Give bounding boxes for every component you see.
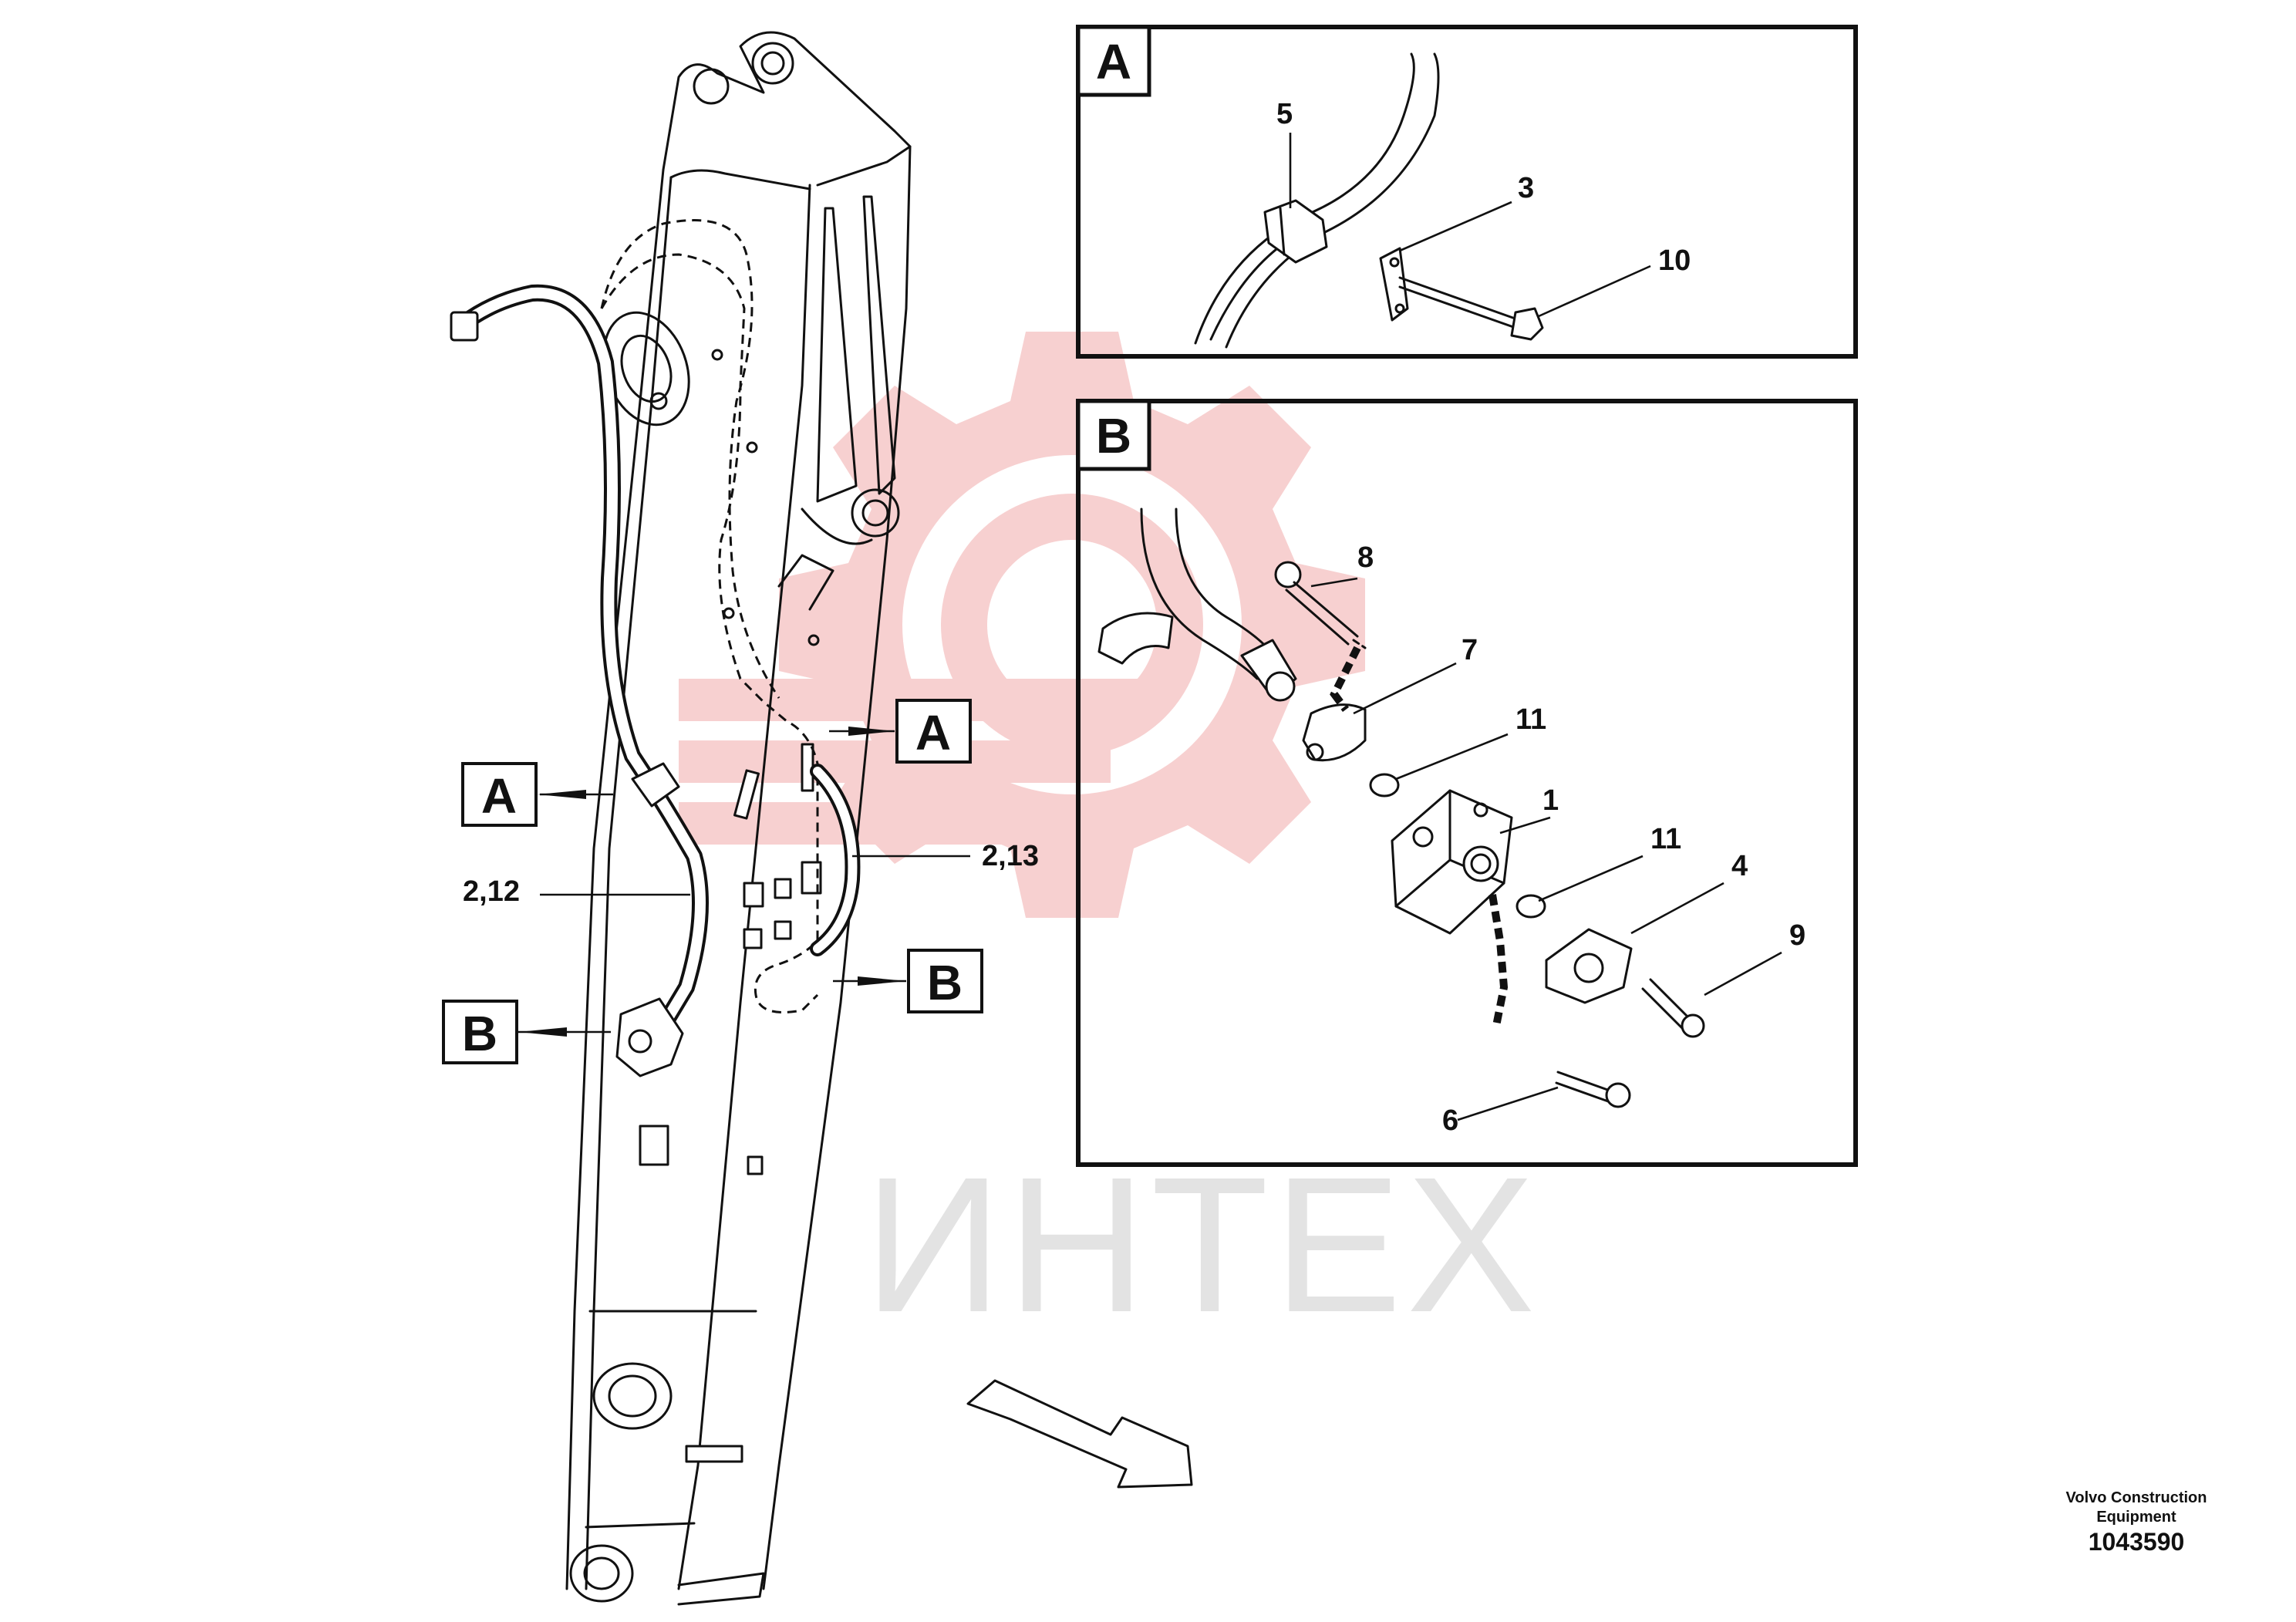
svg-text:8: 8 [1357, 541, 1374, 574]
watermark-text: ИНТЕХ [864, 1137, 1539, 1352]
label-hose-2-13: 2,13 [852, 840, 1039, 872]
publisher-credit: Volvo Construction Equipment 1043590 [2066, 1489, 2207, 1556]
svg-text:10: 10 [1658, 244, 1691, 277]
hose-2-13 [810, 764, 861, 956]
callout-a-left: A [461, 762, 613, 827]
watermark-gear-icon [679, 332, 1365, 918]
callout-a-right: A [829, 699, 972, 764]
credit-line-1: Volvo Construction [2066, 1489, 2207, 1506]
svg-text:B: B [462, 1006, 497, 1061]
svg-text:2,13: 2,13 [982, 840, 1039, 872]
svg-text:3: 3 [1518, 172, 1534, 204]
svg-text:2,12: 2,12 [463, 875, 520, 908]
drawing-number: 1043590 [2089, 1528, 2185, 1556]
detail-panel-b: B [1076, 399, 1858, 1167]
label-hose-2-12: 2,12 [463, 875, 690, 908]
svg-text:A: A [1096, 34, 1131, 89]
svg-text:11: 11 [1650, 823, 1681, 855]
direction-arrow-icon [966, 1379, 1193, 1489]
credit-line-2: Equipment [2096, 1509, 2176, 1526]
svg-text:6: 6 [1442, 1104, 1458, 1137]
svg-text:A: A [481, 768, 517, 824]
detail-panel-a: A 5 3 10 [1076, 25, 1858, 359]
svg-text:B: B [927, 955, 963, 1010]
boom-arm [565, 31, 912, 1606]
svg-text:A: A [915, 705, 951, 760]
svg-text:9: 9 [1789, 919, 1805, 952]
callout-b-left: B [442, 1000, 611, 1064]
hose-2-12 [450, 284, 709, 1077]
svg-text:7: 7 [1462, 634, 1478, 666]
svg-text:4: 4 [1731, 850, 1748, 882]
svg-text:11: 11 [1515, 703, 1546, 736]
svg-text:5: 5 [1276, 98, 1293, 130]
svg-text:1: 1 [1542, 784, 1559, 817]
callout-b-right: B [833, 949, 983, 1013]
svg-text:B: B [1096, 408, 1131, 464]
